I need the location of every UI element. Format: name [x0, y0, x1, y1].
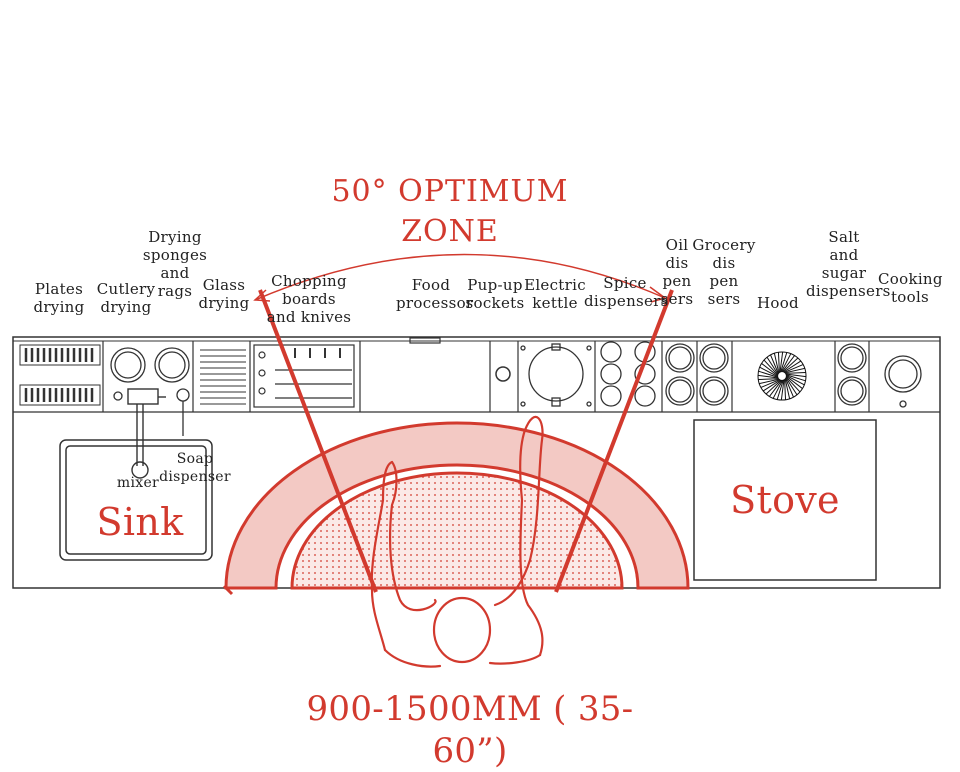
zone-title: 50° OPTIMUM ZONE	[331, 174, 569, 249]
stove-label: Stove	[730, 478, 840, 522]
electric-kettle	[520, 343, 592, 407]
angle-arc-left-arrow	[253, 289, 271, 302]
left-baseline-tick	[222, 584, 234, 596]
sink-label: Sink	[96, 500, 184, 544]
right-angle-line	[554, 289, 674, 593]
angle-arc	[254, 253, 666, 301]
label-pop-up-sockets: Pup-up sockets	[465, 276, 525, 312]
mixer-tap	[127, 388, 166, 479]
label-spice-dispensers: Spice dispensers	[584, 274, 669, 310]
cutlery-drying-cups	[110, 347, 190, 401]
label-glass-drying: Glass drying	[198, 276, 250, 312]
left-angle-line	[258, 289, 378, 593]
salt-and-sugar-dispensers	[837, 343, 867, 406]
label-cutlery-drying: Cutlery drying	[96, 280, 156, 316]
label-drying-sponges: Drying sponges and rags	[142, 228, 208, 300]
plates-drying-rack	[19, 344, 101, 406]
label-mixer: mixer	[116, 475, 160, 491]
outer-reach-zone	[224, 421, 690, 590]
food-processor-lid	[409, 337, 441, 344]
angle-arc-right-arrow	[649, 286, 667, 303]
soap-dispenser	[176, 388, 190, 436]
label-chopping-boards: Chopping boards and knives	[266, 272, 352, 326]
inner-reach-zone	[290, 471, 624, 590]
label-salt-sugar: Salt and sugar dispensers	[806, 228, 891, 300]
chopping-board-and-knife-block	[253, 344, 355, 408]
sink-basin	[59, 439, 213, 561]
label-hood: Hood	[757, 294, 799, 312]
oil-and-grocery-dispensers	[665, 343, 729, 406]
distance-label: 900-1500MM ( 35-60”)	[306, 689, 634, 771]
label-plates-drying: Plates drying	[33, 280, 85, 316]
label-oil-dispensers: Oil dis pen sers	[660, 236, 694, 308]
glass-drying-grid	[200, 349, 246, 405]
pop-up-socket	[495, 366, 511, 382]
label-cooking-tools: Cooking tools	[878, 270, 943, 306]
hood-fan	[757, 351, 807, 401]
label-grocery-dispensers: Grocery dis pen sers	[692, 236, 756, 308]
label-soap-dispenser: Soap dispenser	[159, 451, 231, 485]
stove-area	[693, 419, 877, 581]
cooking-tools-holder	[884, 355, 922, 408]
label-electric-kettle: Electric kettle	[524, 276, 586, 312]
rail-modules	[102, 341, 870, 412]
label-food-processor: Food processor	[396, 276, 474, 312]
person-sketch	[370, 415, 544, 668]
spice-dispensers	[600, 341, 656, 407]
